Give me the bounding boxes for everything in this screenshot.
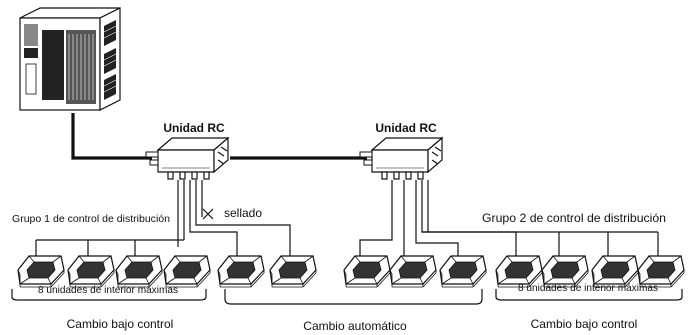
indoor-unit	[67, 255, 115, 288]
indoor-unit	[217, 255, 265, 288]
max-units-label-2: 8 unidades de interior máximas	[518, 283, 658, 294]
sealed-mark	[202, 208, 214, 220]
indoor-unit	[163, 255, 211, 288]
rc-unit-1-label: Unidad RC	[163, 121, 225, 135]
bracket-change-auto	[224, 289, 483, 305]
change-auto-label: Cambio automático	[303, 319, 407, 333]
rc-unit-2-label: Unidad RC	[375, 121, 437, 135]
indoor-unit	[343, 255, 391, 288]
rc-unit-2	[359, 137, 443, 180]
group-2-label: Grupo 2 de control de distribución	[482, 211, 666, 225]
max-units-label-1: 8 unidades de interior máximas	[38, 285, 178, 296]
indoor-unit	[17, 255, 65, 288]
bracket-change-left	[11, 289, 207, 301]
change-left-label: Cambio bajo control	[67, 317, 174, 331]
bracket-change-right	[495, 289, 683, 301]
outdoor-unit	[19, 7, 121, 111]
indoor-unit	[439, 255, 487, 288]
indoor-unit	[115, 255, 163, 288]
main-piping	[71, 113, 367, 160]
change-right-label: Cambio bajo control	[531, 317, 638, 331]
rc1-branch-pipes	[177, 180, 291, 256]
indoor-unit	[269, 255, 317, 288]
group1-bus	[35, 239, 184, 256]
rc-unit-1	[145, 137, 229, 180]
indoor-unit	[389, 255, 437, 288]
group2-bus	[422, 231, 659, 256]
group-1-label: Grupo 1 de control de distribución	[12, 214, 170, 225]
sealed-label: sellado	[224, 206, 262, 220]
